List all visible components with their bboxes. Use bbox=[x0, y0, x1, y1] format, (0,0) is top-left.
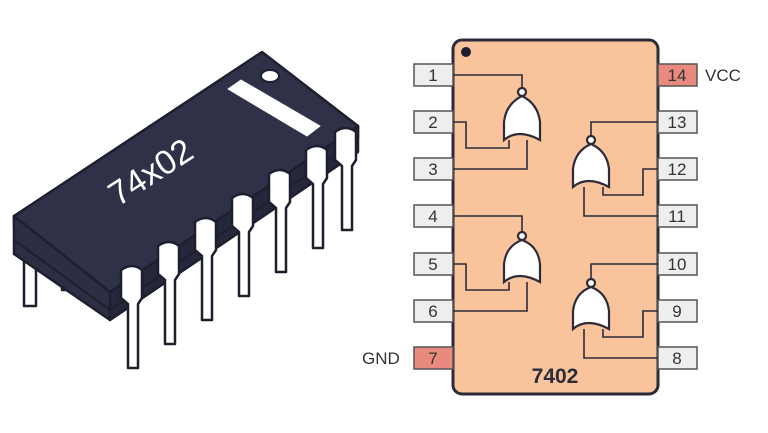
pin-number-2: 2 bbox=[428, 113, 437, 132]
pin-number-13: 13 bbox=[668, 113, 687, 132]
pin-number-6: 6 bbox=[428, 302, 437, 321]
gnd-label: GND bbox=[362, 349, 400, 368]
nor-gate-4 bbox=[571, 277, 611, 332]
dip-package-illustration: 74x02 bbox=[12, 50, 360, 370]
chip-label-stripe bbox=[227, 79, 321, 137]
pin-number-11: 11 bbox=[668, 207, 686, 226]
pin-number-7: 7 bbox=[428, 349, 437, 368]
pin-number-10: 10 bbox=[668, 255, 687, 274]
internal-wiring bbox=[453, 74, 658, 359]
pin-number-1: 1 bbox=[428, 66, 437, 85]
part-number-label: 7402 bbox=[532, 365, 579, 388]
ic-body bbox=[451, 38, 660, 396]
nor-gates bbox=[502, 86, 611, 332]
chip-orientation-dot bbox=[260, 69, 280, 83]
pin1-indicator-dot bbox=[461, 47, 471, 57]
pin-number-5: 5 bbox=[428, 255, 437, 274]
vcc-label: VCC bbox=[705, 66, 741, 85]
pin-number-12: 12 bbox=[668, 160, 687, 179]
pin-number-14: 14 bbox=[668, 66, 687, 85]
nor-gate-1 bbox=[502, 86, 542, 143]
front-pin-row bbox=[119, 126, 358, 370]
pin-number-9: 9 bbox=[672, 302, 681, 321]
pinout-schematic: 1 2 3 4 5 6 7 14 13 12 11 10 9 8 VCC GND bbox=[362, 38, 741, 396]
nor-gate-2 bbox=[502, 230, 542, 285]
pin-number-8: 8 bbox=[672, 349, 681, 368]
pin-number-3: 3 bbox=[428, 160, 437, 179]
pin-box-14 bbox=[657, 63, 698, 87]
nor-gate-3 bbox=[571, 134, 611, 190]
pin-number-4: 4 bbox=[428, 207, 437, 226]
pin-box-7 bbox=[413, 346, 454, 370]
